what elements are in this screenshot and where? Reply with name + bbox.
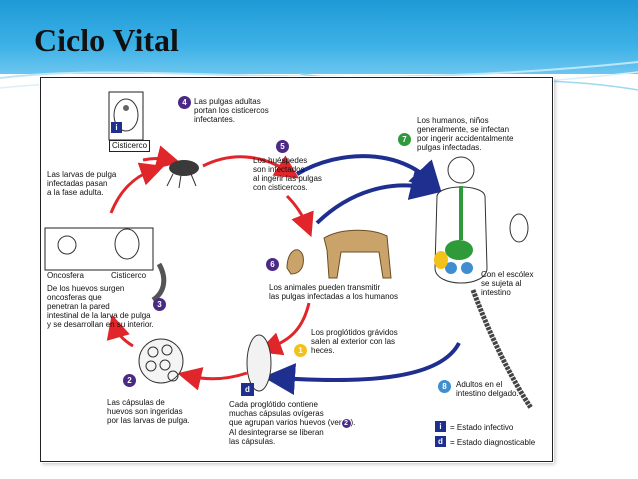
step-4-text: Las pulgas adultas portan los cisticerco… [194, 97, 269, 124]
legend-diagnostic-text: = Estado diagnosticable [450, 438, 536, 447]
step-5-badge: 5 [276, 140, 289, 153]
diagnostic-stage-marker: d [241, 383, 254, 396]
legend-infective-icon: i [435, 421, 446, 432]
capsules-text-a: Cada proglótido contiene muchas cápsulas… [229, 400, 342, 427]
step-6-text: Los animales pueden transmitir las pulga… [269, 283, 398, 301]
arrow-human-to-proglottid [263, 342, 461, 396]
slide-header [0, 0, 638, 74]
step-4-badge: 4 [178, 96, 191, 109]
legend-diagnostic-icon: d [435, 436, 446, 447]
legend-infective-text: = Estado infectivo [450, 423, 514, 432]
slide-title: Ciclo Vital [34, 22, 179, 58]
infective-stage-marker: i [111, 122, 122, 133]
step-2-badge: 2 [123, 374, 136, 387]
arrow-animals-to-proglottid [257, 302, 311, 356]
arrow-flea-to-hosts [202, 155, 300, 179]
arrow-capsules-to-larva [106, 314, 134, 348]
capsules-text: Cada proglótido contiene muchas cápsulas… [229, 400, 355, 446]
capsules-text-b: ). Al desintegrarse se liberan las cápsu… [229, 418, 356, 446]
arrow-larva-to-adult-flea [109, 162, 165, 214]
step-1-text: Los proglótidos grávidos salen al exteri… [311, 328, 398, 355]
cysticercus-label-2: Cisticerco [111, 271, 147, 280]
arrow-animals-to-human [315, 168, 443, 225]
diagram-drawing [44, 91, 534, 410]
step-7-badge: 7 [398, 133, 411, 146]
step-8-badge: 8 [438, 380, 451, 393]
step-6-badge: 6 [266, 258, 279, 271]
scolex-text: Con el escólex se sujeta al intestino [481, 270, 534, 297]
step-7-text: Los humanos, niños generalmente, se infe… [417, 116, 514, 152]
step-1-badge: 1 [294, 344, 307, 357]
capsules-ref-badge: 2 [341, 419, 351, 428]
step-2-text: Las cápsulas de huevos son ingeridas por… [107, 398, 190, 425]
step-5-text: Los huéspedes son infectados al ingerir … [253, 156, 322, 192]
cysticercus-label: Cisticerco [109, 140, 151, 152]
larvae-text: Las larvas de pulga infectadas pasan a l… [47, 170, 117, 197]
arrow-cysticercus-to-flea [142, 145, 181, 169]
step-8-text: Adultos en el intestino delgado. [456, 380, 519, 398]
step-3-text: De los huevos surgen oncosferas que pene… [47, 284, 154, 329]
life-cycle-diagram: Cisticerco Oncosfera Cisticerco 4 Las pu… [40, 77, 553, 462]
arrow-hosts-to-animals [285, 194, 314, 238]
arrow-proglottid-to-capsules [177, 367, 248, 391]
oncosphere-label: Oncosfera [47, 271, 84, 280]
step-3-badge: 3 [153, 298, 166, 311]
